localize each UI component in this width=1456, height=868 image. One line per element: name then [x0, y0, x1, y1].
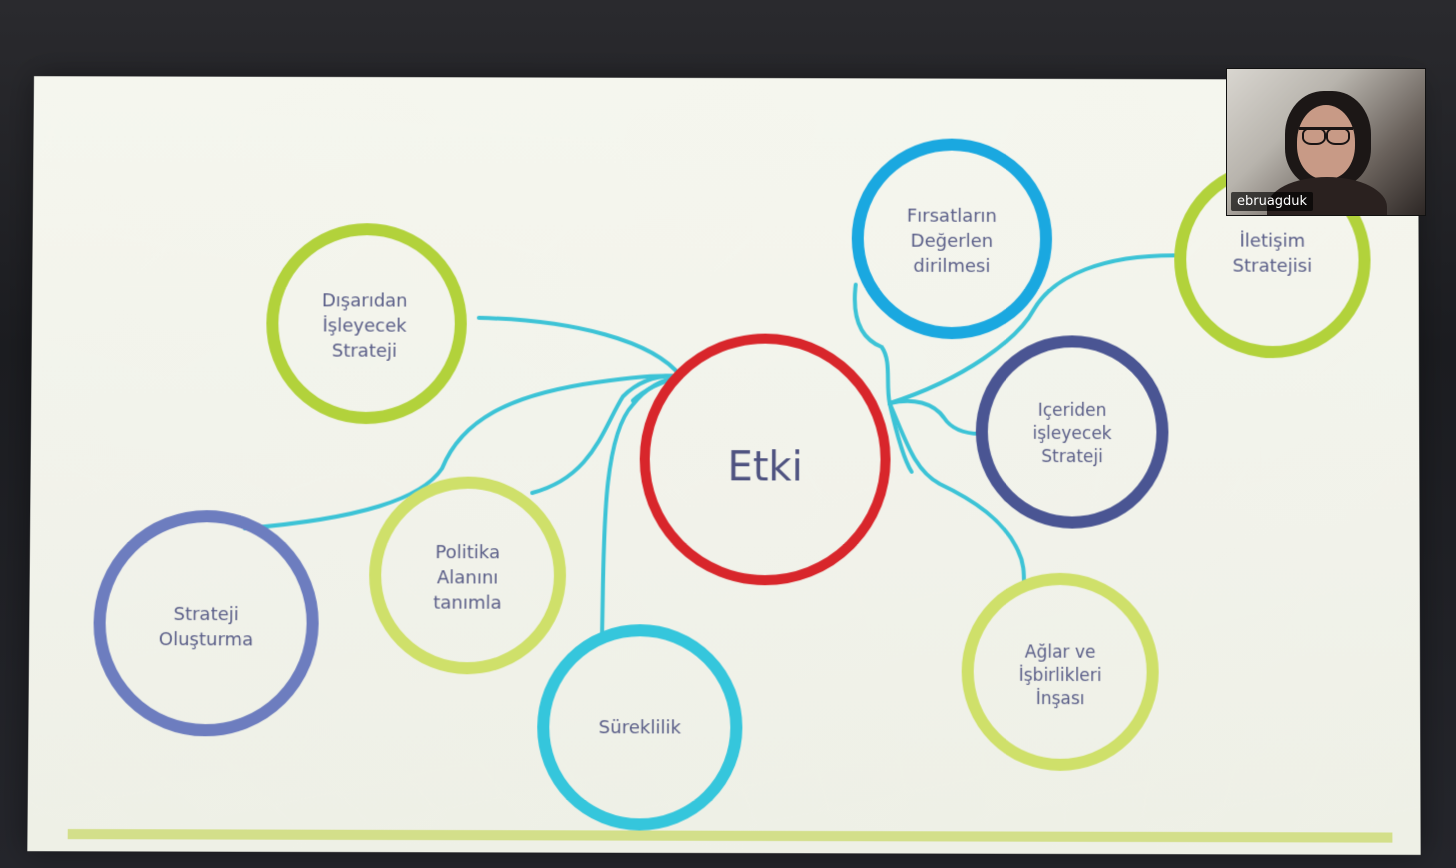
- node-label-disaridan: Dışarıdan İşleyecek Strateji: [321, 288, 407, 364]
- node-label-firsatlarin: Fırsatların Değerlen dirilmesi: [907, 203, 997, 278]
- presentation-slide: Etki Dışarıdan İşleyecek Strateji Fırsat…: [27, 76, 1420, 855]
- node-label-aglar: Ağlar ve İşbirlikleri İnşası: [1019, 641, 1102, 711]
- connector-etki-down: [890, 403, 912, 471]
- node-label-sureklilik: Süreklilik: [599, 715, 681, 740]
- connector-disaridan: [479, 318, 682, 377]
- node-label-strateji-olusturma: Strateji Oluşturma: [159, 602, 254, 653]
- node-label-politika: Politika Alanını tanımla: [433, 539, 502, 615]
- participant-glasses: [1299, 127, 1353, 144]
- participant-webcam-tile[interactable]: ebruagduk: [1226, 68, 1426, 216]
- node-label-iceriden: Içeriden işleyecek Strateji: [1033, 399, 1112, 469]
- participant-name-label: ebruagduk: [1231, 192, 1313, 211]
- connector-iceriden: [890, 401, 980, 434]
- center-node-label: Etki: [727, 445, 803, 489]
- mind-map-diagram: [27, 76, 1420, 855]
- node-label-iletisim: İletişim Stratejisi: [1233, 228, 1313, 278]
